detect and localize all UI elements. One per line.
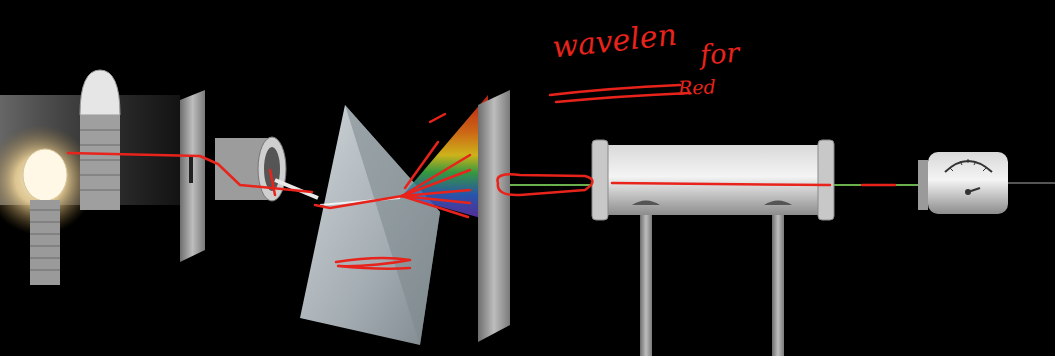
tube-end-cap bbox=[592, 140, 608, 220]
second-base-mesh bbox=[80, 130, 120, 190]
selected-beam bbox=[510, 184, 595, 186]
tube-end-cap bbox=[818, 140, 834, 220]
tube-clamp bbox=[764, 201, 792, 206]
lit-bulb bbox=[23, 149, 67, 201]
meter-ticks bbox=[950, 159, 986, 171]
detector-flange bbox=[918, 160, 928, 210]
second-bulb bbox=[80, 70, 120, 115]
bulb-base bbox=[30, 200, 60, 285]
handwritten-note: Red bbox=[678, 77, 716, 97]
second-bulb-base bbox=[80, 115, 120, 210]
annotation-strokes bbox=[68, 85, 895, 269]
entrance-slit bbox=[189, 155, 193, 183]
handwritten-note: wavelen bbox=[551, 20, 678, 63]
tube-leg bbox=[772, 200, 784, 356]
base-mesh bbox=[30, 210, 60, 270]
detector bbox=[928, 152, 1008, 214]
sample-tube bbox=[600, 145, 825, 215]
transmitted-beam bbox=[834, 184, 918, 186]
prism-face bbox=[345, 105, 440, 345]
meter-pivot bbox=[965, 189, 971, 195]
handwritten-note: for bbox=[699, 39, 740, 69]
exit-slit-plate bbox=[478, 90, 510, 342]
detector-cable bbox=[1008, 182, 1055, 184]
entrance-slit-plate bbox=[180, 90, 205, 262]
tube-leg bbox=[640, 200, 652, 356]
lens bbox=[258, 137, 286, 201]
spectrum-fan bbox=[402, 95, 488, 220]
prism bbox=[300, 105, 440, 345]
tube-clamp bbox=[632, 201, 660, 206]
